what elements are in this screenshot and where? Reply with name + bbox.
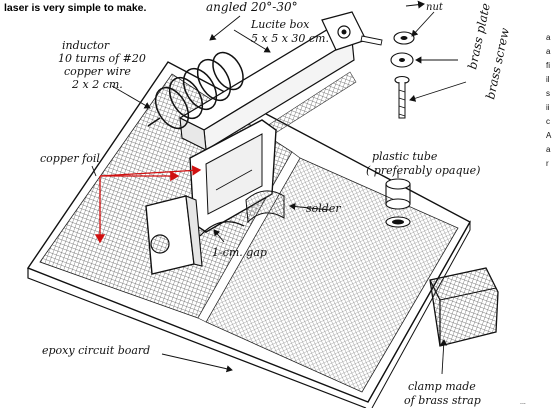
label-lucite-1: Lucite box [250, 18, 310, 31]
copper-foil-red-arrows [94, 165, 202, 244]
plastic-tube [385, 178, 411, 228]
label-copper-foil: copper foil [40, 152, 100, 165]
edge-glyph: r [546, 159, 549, 168]
label-lucite-2: 5 x 5 x 30 cm. [251, 32, 329, 45]
label-solder: solder [306, 202, 341, 215]
edge-glyph: A [546, 131, 552, 140]
inductor-coil [147, 51, 244, 130]
leader-lines [91, 11, 467, 375]
brass-strap-clamp [429, 267, 499, 347]
copper-foil-chamber [189, 119, 285, 237]
edge-glyph: s [546, 89, 550, 98]
hardware-parts [390, 0, 425, 119]
caption: laser is very simple to make. [4, 2, 147, 14]
end-brass-plate [321, 11, 383, 51]
edge-glyph: a [546, 145, 551, 154]
label-inductor-2: 10 turns of #20 [58, 52, 146, 65]
label-clamp-1: clamp made [408, 380, 476, 393]
label-angled: angled 20°-30° [206, 0, 298, 14]
label-nut: nut [426, 2, 444, 13]
edge-glyph: a [546, 33, 551, 42]
edge-glyph: fi [546, 61, 550, 70]
edge-glyph: c [546, 117, 550, 126]
label-plastic-tube-1: plastic tube [372, 150, 438, 163]
label-clamp-2: of brass strap [404, 394, 481, 407]
corner-mark: ... [520, 399, 526, 406]
label-inductor-3: copper wire [64, 65, 131, 78]
label-epoxy: epoxy circuit board [42, 344, 150, 357]
front-brass-plate [145, 195, 203, 275]
edge-glyph: ii [546, 103, 550, 112]
label-inductor-1: inductor [62, 39, 110, 52]
label-inductor-4: 2 x 2 cm. [71, 78, 123, 91]
label-gap: 1-cm. gap [212, 246, 267, 259]
label-plastic-tube-2: ( preferably opaque) [366, 164, 480, 177]
edge-glyph: a [546, 47, 551, 56]
label-brass-screw: brass screw [483, 26, 512, 101]
label-brass-plate: brass plate [465, 2, 493, 71]
edge-glyph: il [546, 75, 550, 84]
